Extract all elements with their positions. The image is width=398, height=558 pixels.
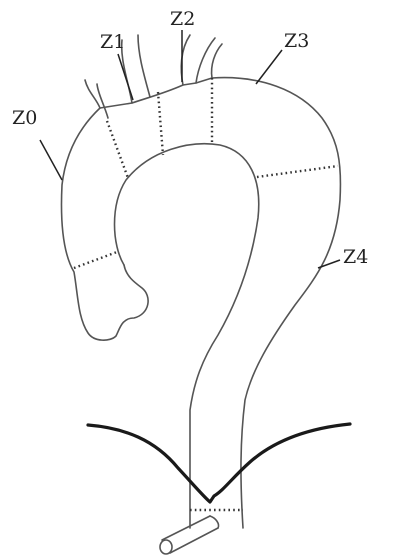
aorta-outer-wall	[62, 108, 149, 340]
catheter-sheath-tip	[210, 516, 219, 528]
leader-line-z3	[256, 50, 282, 84]
access-curve	[88, 424, 350, 502]
label-z4: Z4	[343, 246, 368, 268]
leader-line-z0	[40, 140, 62, 180]
zone-boundary-z1-z2	[158, 92, 163, 155]
label-z3: Z3	[284, 30, 309, 52]
branch-vessel-2b	[138, 35, 150, 97]
aorta-inner-wall	[115, 144, 259, 528]
catheter-sheath-end	[160, 540, 172, 554]
zone-boundary-z3-z4	[257, 166, 338, 177]
zone-boundary-z0-z1	[107, 121, 128, 178]
branch-vessel-4b	[212, 44, 222, 78]
leader-line-z4	[318, 260, 340, 268]
leader-line-z1	[118, 54, 133, 100]
zone-boundary-root	[74, 252, 117, 268]
label-z2: Z2	[170, 8, 195, 30]
branch-vessel-1b	[97, 84, 108, 118]
label-z1: Z1	[100, 31, 125, 53]
label-z0: Z0	[12, 107, 37, 129]
